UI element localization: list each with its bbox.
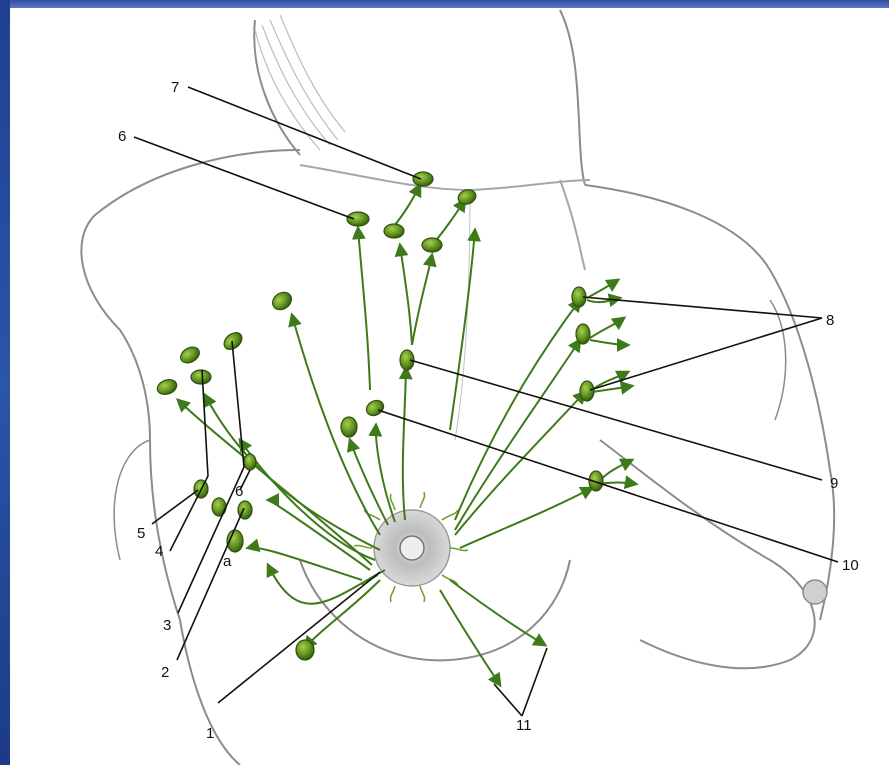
label-11: 11 <box>516 717 532 734</box>
label-7: 7 <box>171 79 179 96</box>
label-10: 10 <box>842 557 859 574</box>
number-labels: 7 6 8 9 10 6 5 a 4 3 2 1 11 <box>118 79 859 742</box>
label-6-top: 6 <box>118 128 126 145</box>
node-pectoral-small <box>244 454 256 470</box>
label-6-left: 6 <box>235 483 243 500</box>
node-axillary-2 <box>191 370 211 384</box>
label-5: 5 <box>137 525 145 542</box>
node-subclavian <box>269 289 295 314</box>
torso-outline <box>81 10 834 765</box>
label-8: 8 <box>826 312 834 329</box>
label-3: 3 <box>163 617 171 634</box>
node-infraclavicular-2 <box>384 224 404 238</box>
node-inferior <box>296 640 314 660</box>
slide-frame-left <box>0 0 10 765</box>
node-parasternal-3 <box>580 381 594 401</box>
diagram-canvas: 7 6 8 9 10 6 5 a 4 3 2 1 11 <box>10 8 889 765</box>
node-supraclavicular <box>413 172 433 186</box>
label-9: 9 <box>830 475 838 492</box>
label-1: 1 <box>206 725 214 742</box>
node-axillary-3 <box>155 377 179 397</box>
node-interpectoral-2 <box>364 397 387 418</box>
leader-lines <box>134 87 838 716</box>
node-infraclavicular <box>347 212 369 226</box>
hair-shading <box>255 15 345 150</box>
lymph-vessels <box>178 185 636 685</box>
label-4: 4 <box>155 543 163 560</box>
lymph-nodes <box>155 172 603 660</box>
areola <box>354 492 468 602</box>
right-nipple-icon <box>803 580 827 604</box>
lymph-drainage-diagram: 7 6 8 9 10 6 5 a 4 3 2 1 11 <box>10 8 889 765</box>
slide-frame-top <box>0 0 889 8</box>
node-interpectoral-1 <box>341 417 357 437</box>
node-parasternal-2 <box>576 324 590 344</box>
node-infraclavicular-3 <box>422 238 442 252</box>
label-a: a <box>223 553 232 570</box>
label-2: 2 <box>161 664 169 681</box>
node-axillary-1 <box>178 344 202 366</box>
